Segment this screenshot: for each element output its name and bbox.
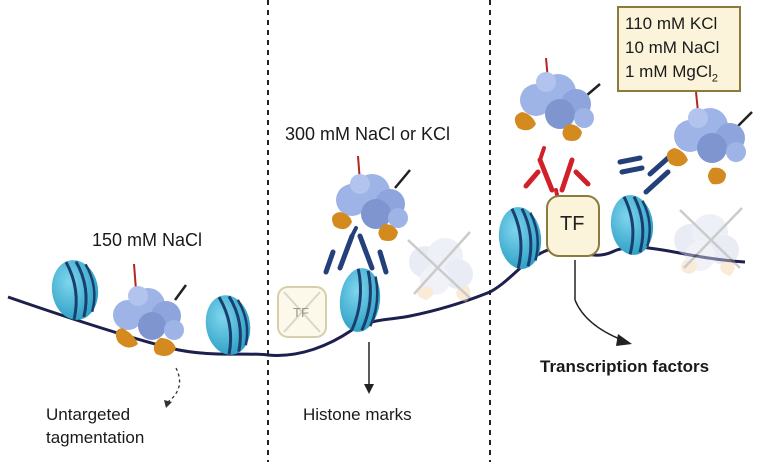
tn5-enzyme-tf-right	[666, 91, 753, 185]
buffer-mgcl2-text: 1 mM MgCl	[625, 62, 712, 81]
label-untargeted-line2: tagmentation	[46, 428, 145, 447]
buffer-mgcl2-subscript: 2	[711, 72, 719, 85]
antibody-histone-panel3	[617, 155, 671, 195]
buffer-kcl: 110 mM KCl	[625, 14, 718, 33]
tf-blocked-label: TF	[293, 305, 309, 320]
antibody-histone	[323, 226, 389, 275]
arrow-untargeted-head	[164, 400, 172, 408]
arrow-untargeted	[167, 367, 181, 403]
tn5-enzyme-faded-panel2	[407, 231, 473, 302]
buffer-conditions-box: 110 mM KCl 10 mM NaCl 1 mM MgCl2	[617, 6, 741, 92]
label-histone-marks: Histone marks	[303, 405, 412, 424]
buffer-nacl: 10 mM NaCl	[625, 38, 720, 57]
tf-protein-label: TF	[560, 213, 585, 235]
tf-protein	[546, 195, 600, 257]
tn5-enzyme-untargeted	[113, 263, 188, 356]
nucleosome-tf-right	[610, 195, 654, 255]
arrow-tf-head	[616, 334, 632, 346]
arrow-histone-head	[364, 384, 374, 394]
nucleosome-2	[205, 295, 251, 355]
nucleosome-1	[51, 260, 99, 320]
nucleosome-tf-left	[498, 207, 542, 269]
nucleosome-histone	[339, 268, 381, 332]
arrow-tf-curve	[574, 299, 623, 341]
tn5-enzyme-histone	[332, 155, 411, 241]
antibody-tf	[523, 146, 591, 202]
tn5-enzyme-faded-panel3	[674, 207, 743, 276]
tn5-enzyme-tf	[514, 57, 601, 141]
buffer-mgcl2: 1 mM MgCl2	[625, 60, 733, 90]
label-150-nacl: 150 mM NaCl	[92, 230, 203, 250]
label-transcription-factors: Transcription factors	[540, 357, 710, 376]
tf-blocked-faded	[277, 286, 327, 338]
label-300-salt: 300 mM NaCl or KCl	[285, 124, 451, 144]
label-untargeted-line1: Untargeted	[46, 405, 131, 424]
